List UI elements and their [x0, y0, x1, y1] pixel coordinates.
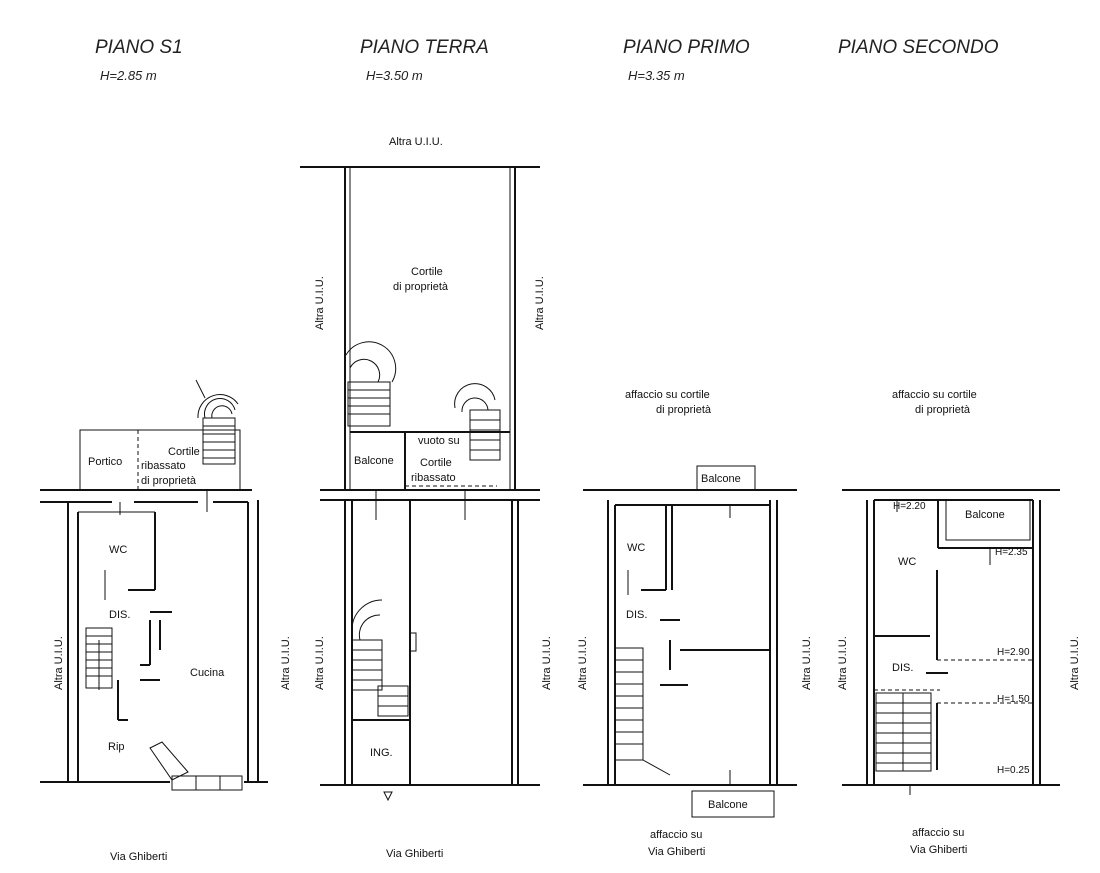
room-label-ingresso: ING.: [370, 747, 393, 759]
room-label-rip: Rip: [108, 741, 125, 753]
neighbor-label-right: Altra U.I.U.: [541, 636, 553, 690]
room-label-dis: DIS.: [109, 609, 130, 621]
neighbor-label-right: Altra U.I.U.: [801, 636, 813, 690]
room-label-cortile-line3: di proprietà: [141, 475, 197, 487]
neighbor-label-right: Altra U.I.U.: [280, 636, 292, 690]
room-label-dis: DIS.: [626, 609, 647, 621]
room-label-vuoto: vuoto su: [418, 435, 460, 447]
height-label-220: H=2.20: [893, 501, 926, 512]
room-label-cortile: Cortile: [411, 266, 443, 278]
neighbor-label-left: Altra U.I.U.: [577, 636, 589, 690]
height-label-150: H=1.50: [997, 694, 1030, 705]
room-label-balcone: Balcone: [965, 509, 1005, 521]
street-label: Via Ghiberti: [386, 848, 443, 860]
height-label-025: H=0.25: [997, 765, 1030, 776]
room-label-wc: WC: [898, 556, 916, 568]
label-affaccio-cortile: affaccio su cortile: [625, 389, 710, 401]
floor-title-secondo: PIANO SECONDO: [838, 37, 999, 58]
room-label-wc: WC: [627, 542, 645, 554]
floor-title-s1: PIANO S1: [95, 37, 183, 58]
label-affaccio-via: affaccio su: [650, 829, 702, 841]
label-affaccio-cortile-line2: di proprietà: [656, 404, 712, 416]
room-label-dis: DIS.: [892, 662, 913, 674]
neighbor-label-left-top: Altra U.I.U.: [314, 276, 326, 330]
neighbor-label-left: Altra U.I.U.: [837, 636, 849, 690]
room-label-vuoto-line2: Cortile: [420, 457, 452, 469]
room-label-cortile: Cortile: [168, 446, 200, 458]
room-label-wc: WC: [109, 544, 127, 556]
room-label-balcone: Balcone: [354, 455, 394, 467]
room-label-cortile-line2: di proprietà: [393, 281, 449, 293]
label-affaccio-via: affaccio su: [912, 827, 964, 839]
height-label-290: H=2.90: [997, 647, 1030, 658]
room-label-cortile-line2: ribassato: [141, 460, 186, 472]
floor-height-primo: H=3.35 m: [628, 68, 685, 83]
street-label: Via Ghiberti: [110, 851, 167, 863]
neighbor-label-top: Altra U.I.U.: [389, 136, 443, 148]
height-label-235: H=2.35: [995, 547, 1028, 558]
room-label-portico: Portico: [88, 456, 122, 468]
plan-piano-primo: affaccio su cortile di proprietà Balcone…: [577, 389, 813, 858]
plan-piano-secondo: affaccio su cortile di proprietà H=2.20 …: [837, 389, 1081, 856]
room-label-vuoto-line3: ribassato: [411, 472, 456, 484]
plan-piano-s1: Portico Cortile ribassato di proprietà W…: [40, 379, 292, 863]
neighbor-label-right-top: Altra U.I.U.: [534, 276, 546, 330]
label-affaccio-via-line2: Via Ghiberti: [648, 846, 705, 858]
neighbor-label-left: Altra U.I.U.: [53, 636, 65, 690]
room-label-balcone-bottom: Balcone: [708, 799, 748, 811]
floor-height-s1: H=2.85 m: [100, 68, 157, 83]
plan-piano-terra: Altra U.I.U. Cortile di proprietà Balcon…: [300, 136, 553, 860]
label-affaccio-cortile: affaccio su cortile: [892, 389, 977, 401]
label-affaccio-cortile-line2: di proprietà: [915, 404, 971, 416]
floor-title-terra: PIANO TERRA: [360, 37, 489, 58]
neighbor-label-right: Altra U.I.U.: [1069, 636, 1081, 690]
label-affaccio-via-line2: Via Ghiberti: [910, 844, 967, 856]
floor-title-primo: PIANO PRIMO: [623, 37, 750, 58]
neighbor-label-left: Altra U.I.U.: [314, 636, 326, 690]
room-label-cucina: Cucina: [190, 667, 225, 679]
room-label-balcone-top: Balcone: [701, 473, 741, 485]
floor-height-terra: H=3.50 m: [366, 68, 423, 83]
